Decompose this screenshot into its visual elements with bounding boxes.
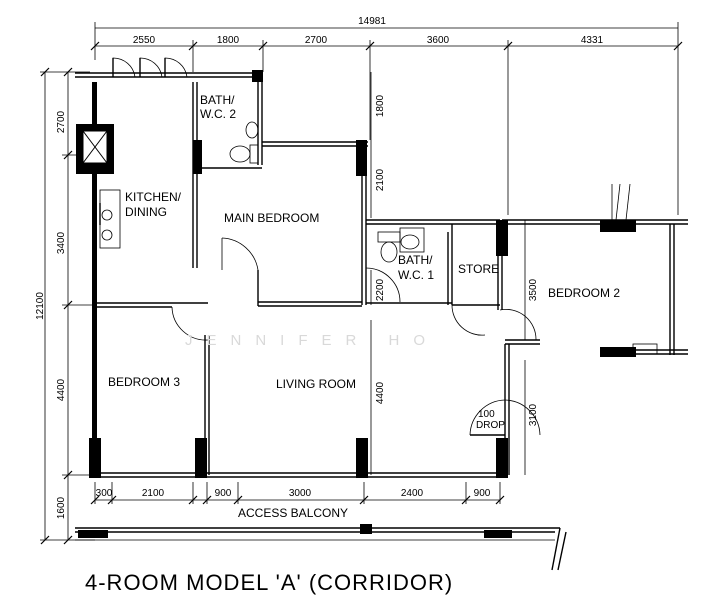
drop-number: 100 xyxy=(478,409,495,420)
store-label: STORE xyxy=(458,262,499,276)
dim-2100-bottom: 2100 xyxy=(142,488,165,499)
watermark: JENNIFER HO xyxy=(185,332,439,349)
doors xyxy=(112,57,631,436)
inner-dimensions: 1800 2100 2200 4400 3500 3100 xyxy=(370,72,539,475)
bath1-label-line2: W.C. 1 xyxy=(398,268,434,282)
plan-title: 4-ROOM MODEL 'A' (CORRIDOR) xyxy=(85,570,453,595)
dim-1800-inner: 1800 xyxy=(375,94,386,117)
kitchen-label-line1: KITCHEN/ xyxy=(125,190,182,204)
dim-2700: 2700 xyxy=(305,35,328,46)
bedroom3-label: BEDROOM 3 xyxy=(108,375,180,389)
dim-2550: 2550 xyxy=(133,35,156,46)
dim-2700-left: 2700 xyxy=(56,110,67,133)
dim-4400-inner: 4400 xyxy=(375,381,386,404)
top-dimensions: 14981 2550 1800 2700 3600 4331 xyxy=(90,16,683,215)
room-labels: BATH/ W.C. 2 KITCHEN/ DINING MAIN BEDROO… xyxy=(108,93,620,431)
dim-1800: 1800 xyxy=(217,35,240,46)
basin-icon xyxy=(245,121,259,139)
dim-1600-left: 1600 xyxy=(56,496,67,519)
dim-2400-bottom: 2400 xyxy=(401,488,424,499)
toilet-icon xyxy=(380,241,398,263)
drop-label: DROP xyxy=(476,420,505,431)
columns xyxy=(76,70,636,538)
toilet-icon xyxy=(229,145,251,163)
dim-4400-left: 4400 xyxy=(56,378,67,401)
living-room-label: LIVING ROOM xyxy=(276,377,356,391)
kitchen-label-line2: DINING xyxy=(125,205,167,219)
dim-total-height: 12100 xyxy=(35,292,46,320)
left-dimensions: 12100 2700 3400 4400 1600 xyxy=(35,67,95,545)
basin-icon xyxy=(400,234,420,250)
dim-2100-inner: 2100 xyxy=(375,168,386,191)
dim-3500-right: 3500 xyxy=(528,278,539,301)
dim-4331: 4331 xyxy=(581,35,604,46)
access-balcony-label: ACCESS BALCONY xyxy=(238,506,348,520)
bottom-dimensions: 300 2100 900 3000 2400 900 xyxy=(90,482,505,505)
bath2-label-line2: W.C. 2 xyxy=(200,107,236,121)
bath2-label-line1: BATH/ xyxy=(200,93,235,107)
dim-900b-bottom: 900 xyxy=(474,488,491,499)
bedroom2-label: BEDROOM 2 xyxy=(548,286,620,300)
main-bedroom-label: MAIN BEDROOM xyxy=(224,211,319,225)
bath1-label-line1: BATH/ xyxy=(398,253,433,267)
dim-3000-bottom: 3000 xyxy=(289,488,312,499)
dim-900-bottom: 900 xyxy=(215,488,232,499)
walls xyxy=(75,72,688,571)
dim-3600: 3600 xyxy=(427,35,450,46)
fixtures xyxy=(99,121,658,355)
dim-300-bottom: 300 xyxy=(96,488,113,499)
dim-3400-left: 3400 xyxy=(56,231,67,254)
dim-total-width: 14981 xyxy=(358,16,386,27)
dim-2200-inner: 2200 xyxy=(375,278,386,301)
